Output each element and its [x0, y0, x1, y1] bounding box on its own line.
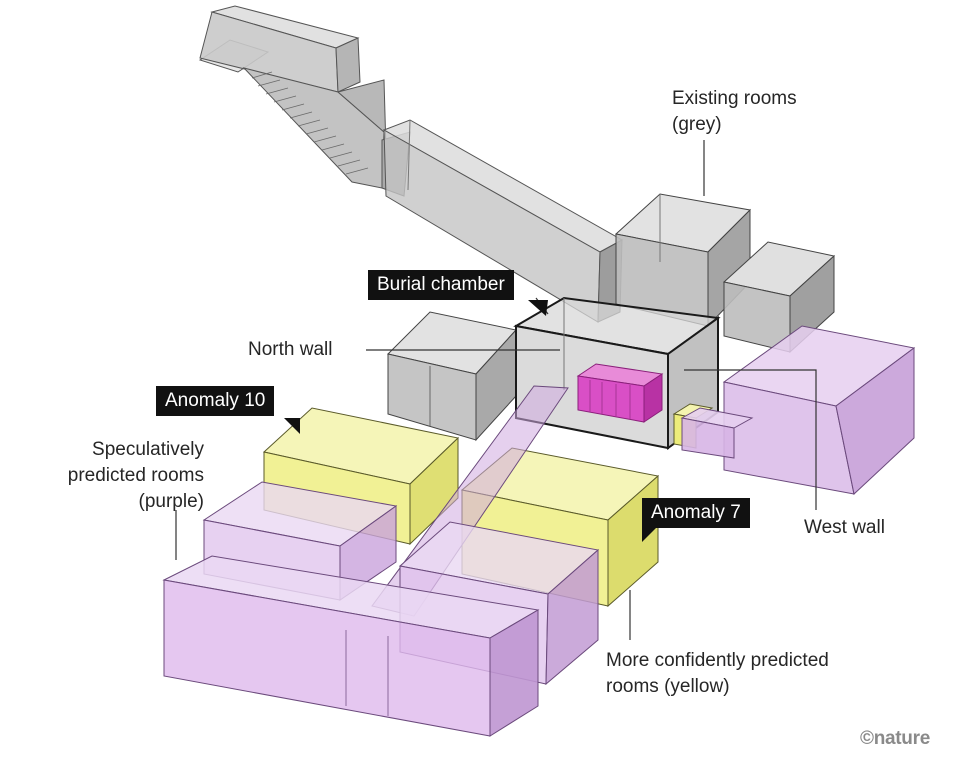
confident-rooms-label: More confidently predicted rooms (yellow… — [606, 648, 829, 700]
purple-room-large-front — [162, 555, 540, 737]
existing-room-annexe — [387, 311, 517, 442]
existing-rooms-label: Existing rooms (grey) — [672, 86, 797, 138]
existing-rooms-label-line2: (grey) — [672, 114, 722, 135]
north-wall-label: North wall — [248, 339, 333, 360]
speculative-rooms-label: Speculatively predicted rooms (purple) — [26, 437, 204, 515]
anomaly-7-label: Anomaly 7 — [642, 498, 750, 528]
sarcophagus — [576, 363, 664, 423]
entrance-staircase — [198, 5, 411, 197]
stair-steps — [251, 71, 369, 175]
anomaly-10-label: Anomaly 10 — [156, 386, 275, 416]
existing-rooms-label-line1: Existing rooms — [672, 88, 797, 109]
label-pointers — [284, 300, 656, 542]
west-wall-label: West wall — [804, 517, 885, 538]
burial-chamber-label: Burial chamber — [368, 270, 514, 300]
speculative-rooms-label-line3: (purple) — [138, 491, 204, 512]
speculative-rooms-label-line1: Speculatively — [92, 439, 204, 460]
confident-rooms-label-line1: More confidently predicted — [606, 650, 829, 671]
purple-room-west — [680, 325, 916, 495]
nature-credit: ©nature — [860, 728, 930, 749]
confident-rooms-label-line2: rooms (yellow) — [606, 676, 730, 697]
speculative-rooms-label-line2: predicted rooms — [67, 465, 204, 486]
